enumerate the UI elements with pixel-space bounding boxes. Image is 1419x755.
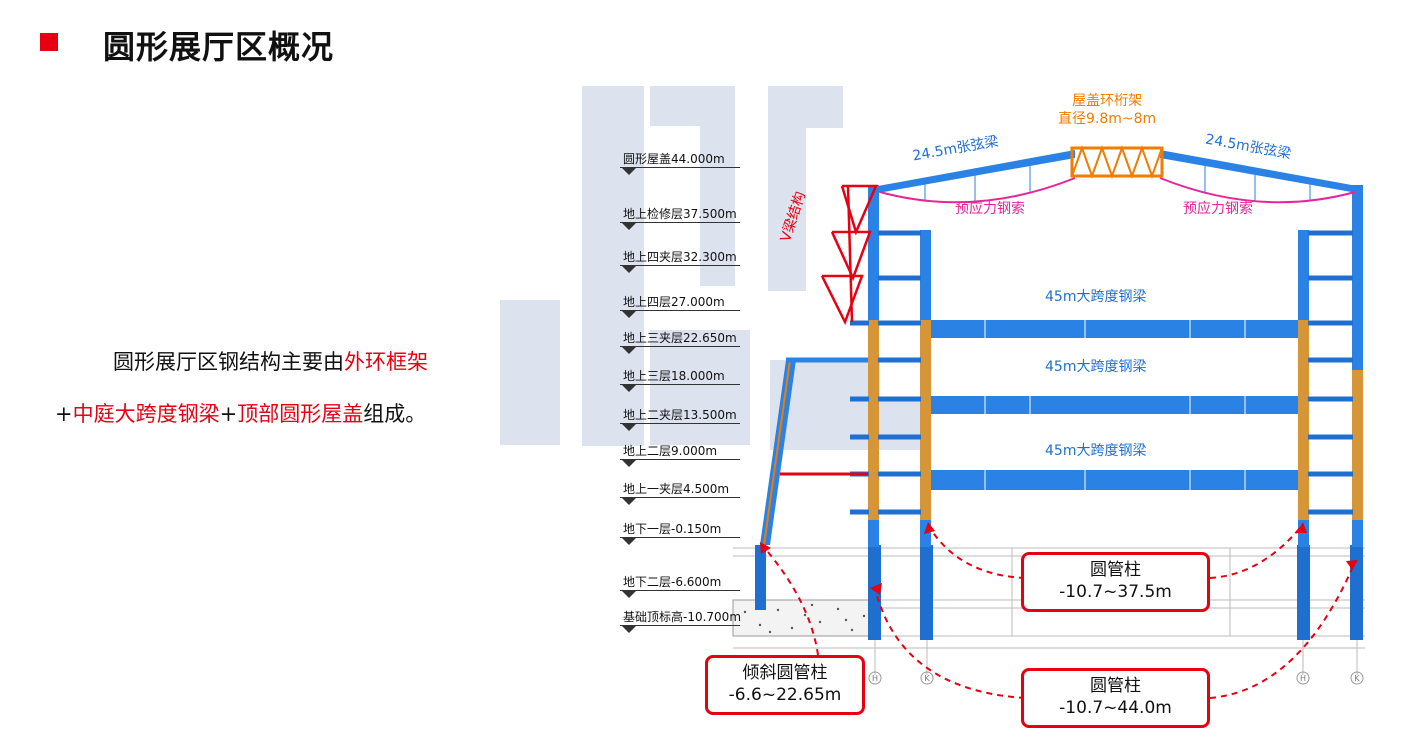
- level-line: [620, 537, 740, 538]
- level-marker-icon: [622, 168, 636, 175]
- v-beam-structure: [820, 184, 878, 326]
- level-label: 地下二层-6.600m: [623, 575, 722, 589]
- foundation-block: [732, 599, 872, 637]
- callout-range: -10.7~44.0m: [1059, 698, 1172, 718]
- axis-bubbles: [868, 671, 1364, 685]
- level-line: [620, 167, 740, 168]
- level-line: [620, 310, 740, 311]
- level-marker-icon: [622, 538, 636, 545]
- level-label: 地上二层9.000m: [623, 444, 718, 458]
- level-label: 地下一层-0.150m: [623, 522, 722, 536]
- level-label: 地上检修层37.500m: [623, 207, 737, 221]
- callout-tube-column-b: 圆管柱 -10.7~44.0m: [1021, 668, 1210, 728]
- frame-beams: [850, 230, 1353, 515]
- prestress-right-label: 预应力钢索: [1183, 201, 1253, 217]
- desc-part: +: [219, 402, 238, 426]
- span-beam-label-1: 45m大跨度钢梁: [1045, 289, 1147, 305]
- axis-bubble-labels: H K H K: [872, 674, 1360, 683]
- span-beams: [931, 320, 1298, 490]
- span-beam-label-3: 45m大跨度钢梁: [1045, 443, 1147, 459]
- pointer-arrowheads: [760, 522, 1358, 595]
- axis-mark: K: [924, 674, 930, 683]
- axis-mark: K: [1354, 674, 1360, 683]
- level-marker-icon: [622, 626, 636, 633]
- desc-part: 组成。: [363, 402, 427, 426]
- level-marker-icon: [622, 424, 636, 431]
- outer-ring-columns: [868, 185, 1363, 547]
- roof-truss-label: 屋盖环桁架 直径9.8m~8m: [1058, 92, 1156, 128]
- desc-part: +: [55, 402, 73, 426]
- desc-highlight-roof: 顶部圆形屋盖: [237, 402, 364, 426]
- level-label: 地上四层27.000m: [623, 295, 725, 309]
- description-text: 圆形展厅区钢结构主要由外环框架+中庭大跨度钢梁+顶部圆形屋盖组成。: [55, 336, 535, 440]
- callout-range: -6.6~22.65m: [728, 685, 842, 705]
- axis-mark: H: [872, 674, 878, 683]
- callout-title: 圆管柱: [1090, 560, 1141, 580]
- level-label: 地上四夹层32.300m: [623, 250, 737, 264]
- callout-range: -10.7~37.5m: [1059, 582, 1172, 602]
- level-label: 地上二夹层13.500m: [623, 408, 737, 422]
- level-marker-icon: [622, 223, 636, 230]
- roof-ring-truss: [1070, 145, 1164, 179]
- level-line: [620, 423, 740, 424]
- roof-truss-title: 屋盖环桁架: [1072, 93, 1143, 109]
- level-line: [620, 222, 740, 223]
- level-line: [620, 497, 740, 498]
- level-label: 基础顶标高-10.700m: [623, 610, 742, 624]
- level-marker-icon: [622, 498, 636, 505]
- level-line: [620, 265, 740, 266]
- desc-part: 圆形展厅区钢结构主要由: [113, 350, 344, 374]
- prestress-left-label: 预应力钢索: [955, 201, 1025, 217]
- level-marker-icon: [622, 311, 636, 318]
- inclined-column: [760, 357, 868, 546]
- callout-pointers: [761, 527, 1356, 699]
- axis-mark: H: [1300, 674, 1306, 683]
- level-marker-icon: [622, 266, 636, 273]
- callout-title: 倾斜圆管柱: [742, 663, 828, 683]
- level-line: [620, 346, 740, 347]
- level-line: [620, 625, 740, 626]
- span-beam-stiffeners: [984, 320, 1246, 490]
- level-marker-icon: [622, 591, 636, 598]
- callout-inclined-column: 倾斜圆管柱 -6.6~22.65m: [705, 655, 865, 715]
- level-label: 圆形屋盖44.000m: [623, 152, 725, 166]
- span-beam-label-2: 45m大跨度钢梁: [1045, 359, 1147, 375]
- desc-highlight-outer-frame: 外环框架: [344, 350, 428, 374]
- desc-highlight-span-beam: 中庭大跨度钢梁: [72, 402, 220, 426]
- page-title: 圆形展厅区概况: [103, 28, 335, 66]
- level-marker-icon: [622, 460, 636, 467]
- callout-tube-column-a: 圆管柱 -10.7~37.5m: [1021, 552, 1210, 612]
- level-label: 地上一夹层4.500m: [623, 482, 730, 496]
- callout-title: 圆管柱: [1090, 676, 1141, 696]
- level-marker-icon: [622, 385, 636, 392]
- roof-string-beams: [878, 150, 1357, 204]
- roof-truss-diameter: 直径9.8m~8m: [1058, 111, 1157, 127]
- level-line: [620, 384, 740, 385]
- level-label: 地上三夹层22.650m: [623, 331, 737, 345]
- level-line: [620, 590, 740, 591]
- title-bullet: [40, 33, 58, 51]
- level-line: [620, 459, 740, 460]
- tube-columns-lower: [755, 545, 1363, 640]
- level-label: 地上三层18.000m: [623, 369, 725, 383]
- level-marker-icon: [622, 347, 636, 354]
